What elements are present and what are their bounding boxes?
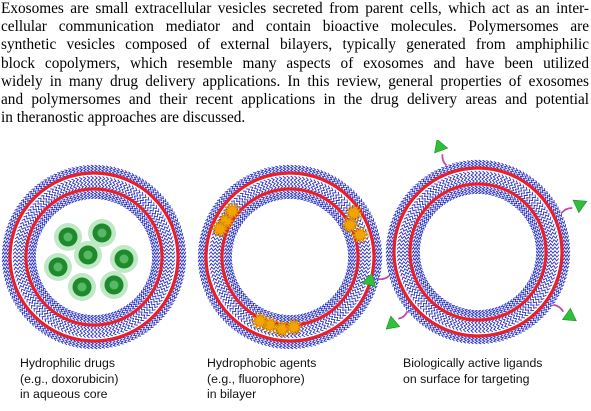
abstract-line: in theranostic approaches are discussed.: [1, 109, 246, 127]
caption-line: on surface for targeting: [403, 371, 530, 386]
drug-particle-core: [109, 280, 119, 290]
drug-particle-core: [97, 228, 107, 238]
aqueous-core: [420, 194, 536, 310]
caption-line: Hydrophobic agents: [207, 356, 317, 370]
ligand-linker: [553, 303, 564, 313]
drug-particle-core: [83, 250, 93, 260]
membrane-tails: [12, 175, 176, 339]
ligand-triangle-icon: [361, 272, 376, 288]
drug-particle-core: [119, 254, 129, 264]
abstract-line: and polymersomes and their recent applic…: [1, 91, 589, 109]
caption-line: (e.g., fluorophore): [207, 371, 305, 386]
abstract-line: block copolymers, which resemble many as…: [1, 54, 589, 72]
vesicle-diagram: [1, 140, 588, 350]
ligand-triangle-icon: [561, 307, 577, 322]
outer-membrane-ring: [204, 171, 376, 343]
vesicle-hydrophobic-agents: [197, 164, 383, 350]
caption-hydrophobic: Hydrophobic agents (e.g., fluorophore) i…: [207, 356, 316, 403]
abstract-line: Exosomes are small extracellular vesicle…: [1, 0, 589, 17]
caption-line: Biologically active ligands: [403, 356, 543, 370]
abstract-line: cellular communication mediator and cont…: [1, 18, 589, 36]
abstract-line: synthetic vesicles composed of external …: [1, 36, 589, 54]
fluorophore-starburst-icon: [250, 311, 270, 331]
vesicle-hydrophilic-drugs: [1, 164, 187, 350]
outer-membrane-ring: [8, 171, 180, 343]
fluorophore-starburst-icon: [284, 317, 304, 337]
ligand-triangle-icon: [434, 140, 449, 154]
ligand-triangle-icon: [572, 199, 588, 214]
membrane-tails: [411, 185, 545, 319]
ligand-linker: [441, 154, 448, 167]
outer-membrane-ring: [392, 166, 564, 338]
fluorophore-starburst-icon: [350, 225, 370, 245]
fluorophore-starburst-icon: [344, 203, 364, 223]
ligand-triangle-icon: [385, 315, 401, 330]
caption-line: Hydrophilic drugs: [20, 356, 116, 370]
fluorophore-starburst-icon: [222, 201, 242, 221]
membrane-tails: [27, 190, 161, 324]
inner-membrane-ring: [408, 182, 548, 322]
membrane-tails: [223, 190, 357, 324]
caption-line: in bilayer: [207, 387, 257, 401]
abstract-text: Exosomes are small extracellular vesicle…: [1, 0, 589, 127]
membrane-tails: [197, 164, 383, 350]
inner-membrane-ring: [24, 187, 164, 327]
ligand-linker: [398, 310, 409, 320]
membrane-tails: [396, 170, 560, 334]
ligand-linker: [560, 207, 573, 214]
membrane-tails: [1, 164, 187, 350]
caption-hydrophilic: Hydrophilic drugs (e.g., doxorubicin) in…: [20, 356, 118, 403]
aqueous-core: [232, 199, 348, 315]
fluorophore-starburst-icon: [210, 219, 230, 239]
drug-particle-core: [77, 282, 87, 292]
caption-line: in aqueous core: [20, 387, 108, 401]
drug-particle-core: [53, 262, 63, 272]
caption-line: (e.g., doxorubicin): [20, 371, 119, 386]
abstract-line: widely in many drug delivery application…: [1, 72, 589, 90]
drug-particle-core: [63, 232, 73, 242]
caption-ligands: Biologically active ligands on surface f…: [403, 356, 542, 387]
ligand-linker: [377, 275, 390, 281]
membrane-tails: [385, 159, 571, 345]
fluorophore-starburst-icon: [272, 319, 292, 339]
vesicle-surface-ligands: [361, 140, 588, 345]
